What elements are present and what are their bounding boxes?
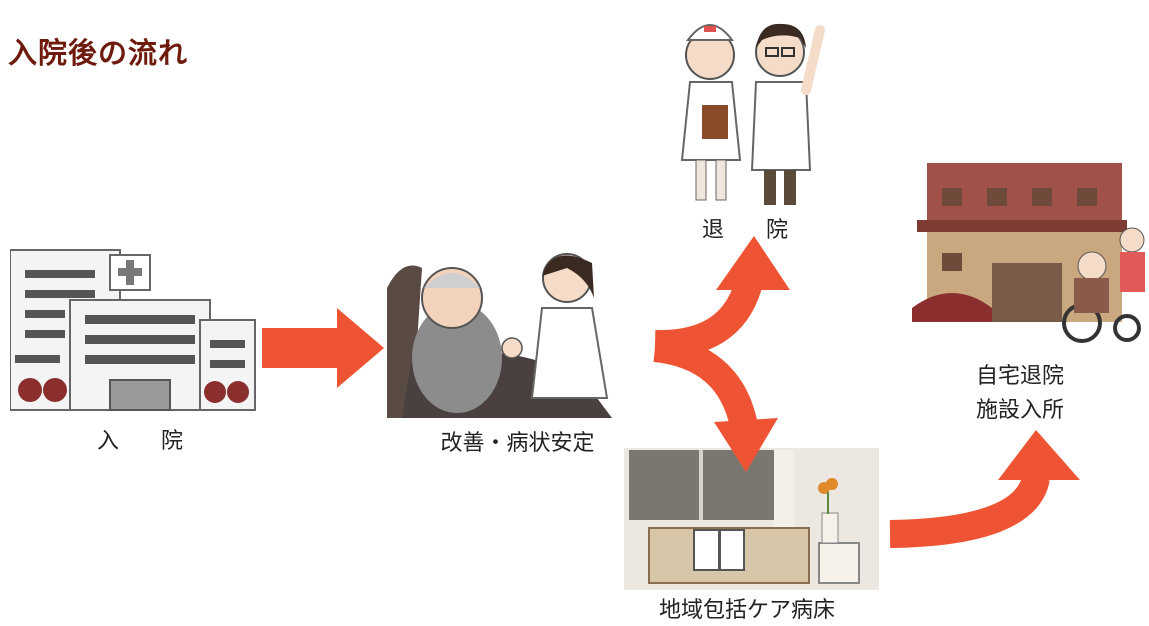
hospital-illustration: [10, 249, 256, 411]
step-home-facility-label: 自宅退院 施設入所: [960, 360, 1080, 428]
patient-doctor-illustration: [387, 253, 612, 418]
step-discharge-label: 退 院: [701, 218, 798, 243]
step-care-ward-label: 地域包括ケア病床: [658, 598, 835, 623]
nurse-doctor-illustration: [680, 23, 825, 205]
facility-admission-text: 施設入所: [975, 398, 1064, 423]
home-discharge-text: 自宅退院: [975, 364, 1064, 389]
page-title: 入院後の流れ: [8, 36, 189, 70]
care-ward-illustration: [624, 448, 879, 590]
arrow-branch: [653, 236, 790, 472]
arrow-admission-to-improvement: [262, 308, 384, 388]
care-facility-illustration: [912, 163, 1145, 343]
step-improvement-label: 改善・病状安定: [440, 431, 595, 456]
arrow-ward-to-home: [889, 430, 1080, 548]
step-admission-label: 入 院: [96, 429, 193, 454]
